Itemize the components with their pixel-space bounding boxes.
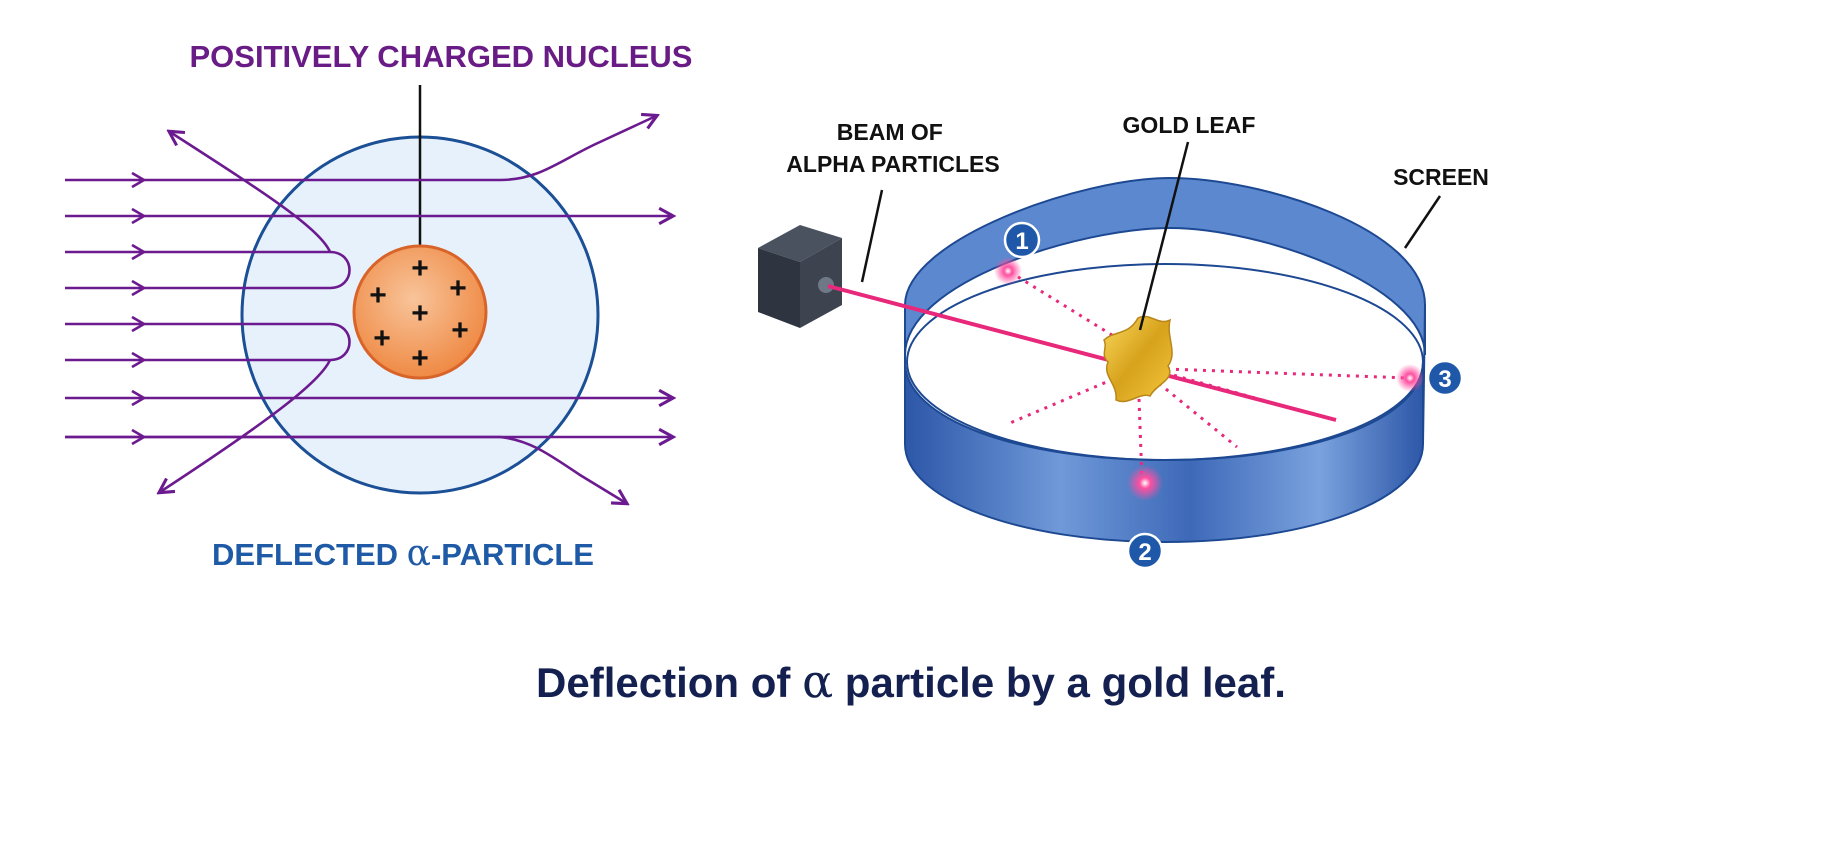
beam-pointer-line bbox=[860, 189, 884, 283]
charge-sign: + bbox=[411, 342, 429, 375]
caption-suffix: particle by a gold leaf. bbox=[833, 659, 1286, 706]
charge-sign: + bbox=[449, 272, 467, 305]
charge-sign: + bbox=[451, 314, 469, 347]
right-apparatus-diagram: 1 2 3 BEAM OF ALPHA PARTICLES GOLD LEAF … bbox=[758, 112, 1489, 570]
incoming-arrowheads bbox=[131, 171, 147, 446]
arrowhead bbox=[131, 279, 147, 297]
arrowhead bbox=[131, 171, 147, 189]
screen-edge-right bbox=[1422, 304, 1426, 445]
screen-pointer-line bbox=[1403, 195, 1442, 249]
gold-pointer-line bbox=[1138, 141, 1190, 331]
source-aperture bbox=[818, 277, 834, 293]
arrowhead bbox=[131, 207, 147, 225]
charge-sign: + bbox=[369, 279, 387, 312]
arrowhead bbox=[131, 351, 147, 369]
charge-sign: + bbox=[411, 297, 429, 330]
deflected-particle-label: DEFLECTED α-PARTICLE bbox=[212, 533, 594, 574]
gold-leaf-label: GOLD LEAF bbox=[1123, 112, 1256, 138]
alpha-symbol: α bbox=[407, 533, 431, 574]
scattered-ray bbox=[1009, 370, 1131, 425]
marker-1-label: 1 bbox=[1015, 228, 1028, 255]
charge-sign: + bbox=[411, 252, 429, 285]
arrowhead bbox=[131, 243, 147, 261]
beam-label: BEAM OF ALPHA PARTICLES bbox=[786, 119, 999, 177]
deflected-label-prefix: DEFLECTED bbox=[212, 537, 407, 572]
arrowhead bbox=[131, 389, 147, 407]
nucleus-label: POSITIVELY CHARGED NUCLEUS bbox=[190, 39, 693, 74]
charge-sign: + bbox=[373, 322, 391, 355]
trajectory-deflected-up bbox=[65, 116, 656, 182]
beam-label-line2: ALPHA PARTICLES bbox=[786, 151, 999, 177]
trajectory-backscatter-up bbox=[170, 132, 332, 253]
caption-prefix: Deflection of bbox=[536, 659, 802, 706]
nucleus bbox=[352, 244, 488, 380]
deflected-label-suffix: -PARTICLE bbox=[431, 537, 594, 572]
trajectory-deflected-down bbox=[65, 435, 626, 503]
marker-3-label: 3 bbox=[1438, 366, 1451, 393]
trajectory-backscatter-down bbox=[160, 359, 332, 492]
nucleus-charges: + + + + + + + bbox=[369, 252, 469, 375]
trajectory-reflected bbox=[65, 250, 351, 290]
alpha-trajectories bbox=[65, 116, 672, 503]
scintillation-spot bbox=[994, 257, 1022, 285]
left-atom-diagram: + + + + + + + bbox=[65, 39, 692, 574]
marker-2-label: 2 bbox=[1138, 539, 1151, 566]
alpha-beam bbox=[827, 284, 1337, 422]
trajectory-reflected bbox=[65, 322, 351, 362]
gold-leaf bbox=[1103, 315, 1173, 403]
marker-1: 1 bbox=[1003, 221, 1041, 259]
marker-3: 3 bbox=[1426, 359, 1464, 397]
marker-2: 2 bbox=[1126, 532, 1164, 570]
source-front bbox=[758, 248, 800, 328]
arrowhead bbox=[131, 428, 147, 446]
arrowhead bbox=[131, 315, 147, 333]
alpha-source-block bbox=[758, 225, 842, 328]
figure-caption: Deflection of α particle by a gold leaf. bbox=[536, 654, 1286, 708]
beam-label-line1: BEAM OF bbox=[837, 119, 943, 145]
scintillation-spot bbox=[1396, 364, 1424, 392]
scattered-ray bbox=[1009, 270, 1121, 342]
screen-label: SCREEN bbox=[1393, 164, 1489, 190]
source-top bbox=[758, 225, 842, 262]
caption-alpha-symbol: α bbox=[802, 654, 833, 708]
scintillation-spot bbox=[1127, 465, 1163, 501]
